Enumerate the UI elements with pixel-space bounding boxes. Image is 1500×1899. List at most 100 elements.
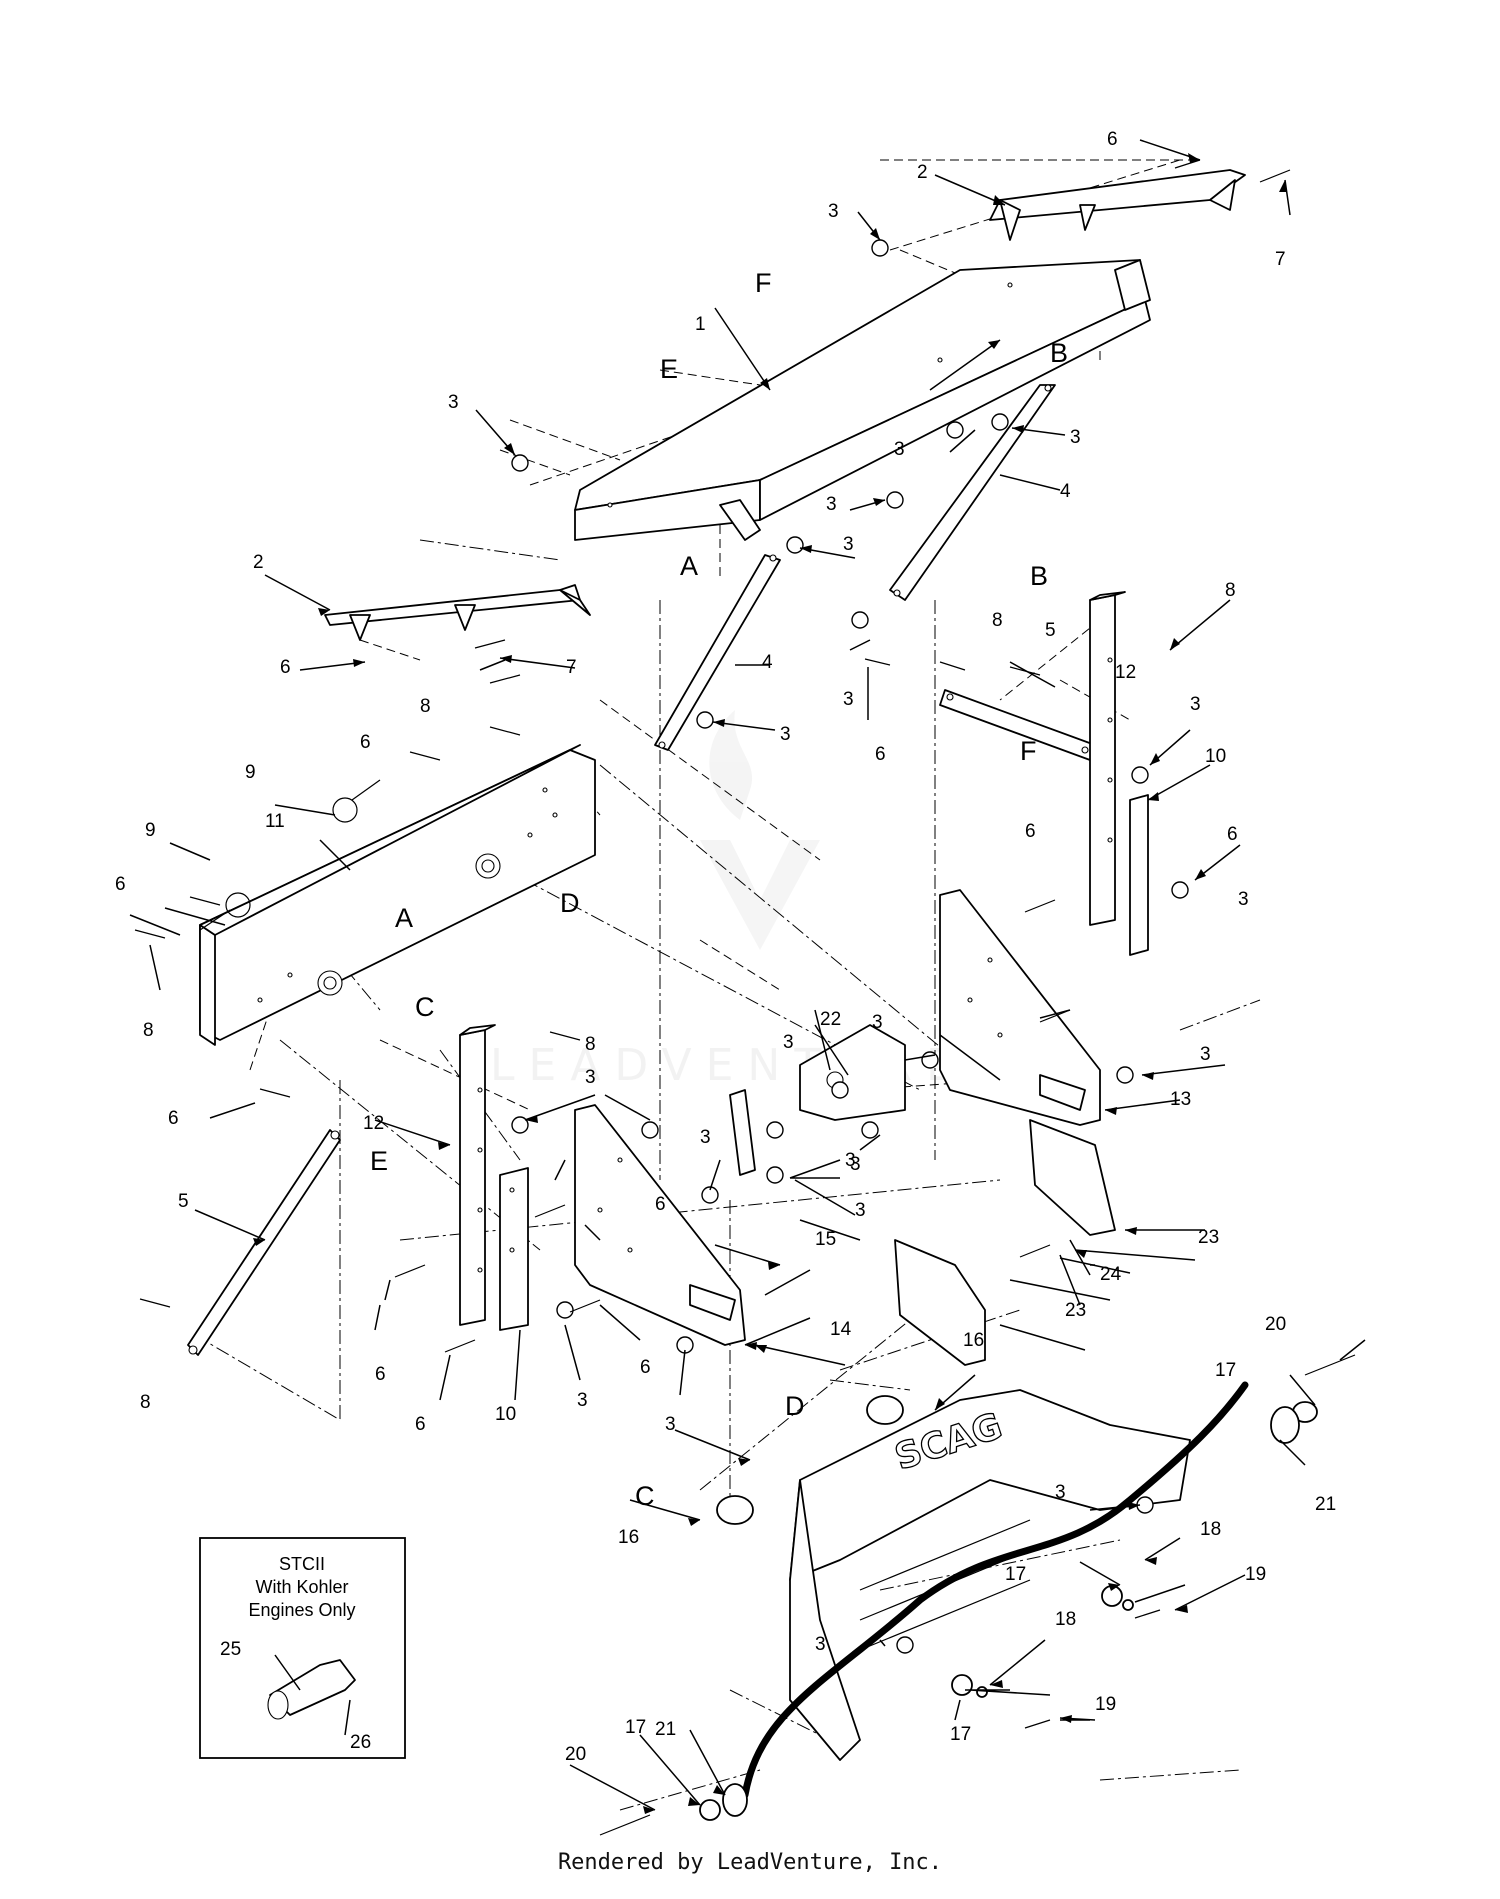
callout-19: 19 xyxy=(1095,1694,1116,1715)
callout-6: 6 xyxy=(655,1194,666,1215)
callout-1: 1 xyxy=(695,314,706,335)
callout-3: 3 xyxy=(845,1150,856,1171)
brace-bar-left xyxy=(187,1129,341,1356)
ref-letter-b-right: B xyxy=(1030,561,1048,591)
callout-8: 8 xyxy=(585,1034,596,1055)
ref-letter-f-right: F xyxy=(1020,736,1037,766)
callout-7: 7 xyxy=(1275,249,1286,270)
ref-letter-c-beam: C xyxy=(415,992,435,1022)
brace-bar-right xyxy=(939,689,1096,761)
callout-26: 26 xyxy=(350,1732,371,1753)
callout-10: 10 xyxy=(1205,746,1226,767)
upright-post-right xyxy=(1089,591,1126,926)
callout-6: 6 xyxy=(375,1364,386,1385)
callout-6: 6 xyxy=(640,1357,651,1378)
callout-11: 11 xyxy=(265,811,285,832)
callout-8: 8 xyxy=(1225,580,1236,601)
bolt-fasteners xyxy=(134,159,1356,1836)
callout-3: 3 xyxy=(894,439,905,460)
callout-5: 5 xyxy=(178,1191,189,1212)
callout-10: 10 xyxy=(495,1404,516,1425)
strut-center xyxy=(654,554,781,751)
inset-line-2: With Kohler xyxy=(255,1577,348,1597)
callout-3: 3 xyxy=(577,1390,588,1411)
callout-3: 3 xyxy=(872,1012,883,1033)
mount-plate xyxy=(799,1024,906,1121)
callout-numbers: 6 2 7 3 1 3 3 3 4 3 3 2 8 6 7 4 8 5 12 3… xyxy=(115,129,1336,1765)
callout-3: 3 xyxy=(855,1200,866,1221)
heavy-hose xyxy=(741,1381,1249,1799)
callout-3: 3 xyxy=(850,1154,861,1175)
callout-23: 23 xyxy=(1198,1227,1219,1248)
callout-7: 7 xyxy=(566,657,577,678)
inset-line-1: STCII xyxy=(279,1554,325,1574)
callout-3: 3 xyxy=(843,534,854,555)
top-right-bracket xyxy=(989,169,1246,241)
hook-bracket-lower xyxy=(894,1239,986,1366)
callout-6: 6 xyxy=(1227,824,1238,845)
callout-3: 3 xyxy=(1238,889,1249,910)
callout-17: 17 xyxy=(1215,1360,1236,1381)
callout-22: 22 xyxy=(820,1009,841,1030)
strut-right xyxy=(889,384,1056,601)
callout-3: 3 xyxy=(448,392,459,413)
callout-3: 3 xyxy=(783,1032,794,1053)
callout-6: 6 xyxy=(280,657,291,678)
callout-17: 17 xyxy=(625,1717,646,1738)
callout-6: 6 xyxy=(875,744,886,765)
callout-3: 3 xyxy=(828,201,839,222)
callout-6: 6 xyxy=(1107,129,1118,150)
callout-6: 6 xyxy=(360,732,371,753)
callout-3: 3 xyxy=(585,1067,596,1088)
callout-3: 3 xyxy=(826,494,837,515)
small-upright-right xyxy=(1129,794,1149,956)
inset-line-3: Engines Only xyxy=(248,1600,355,1620)
callout-8: 8 xyxy=(140,1392,151,1413)
nut-fasteners xyxy=(511,239,1189,1654)
callout-13: 13 xyxy=(1170,1089,1191,1110)
callout-20: 20 xyxy=(565,1744,586,1765)
footer-credit: Rendered by LeadVenture, Inc. xyxy=(557,1850,943,1875)
left-bracket xyxy=(324,584,591,641)
reference-letters: F E B A B F D A C E D C xyxy=(370,268,1068,1511)
ref-letter-a-top: A xyxy=(680,551,698,581)
rear-shield: SCAG xyxy=(789,1389,1191,1761)
callout-14: 14 xyxy=(830,1319,852,1340)
callout-2: 2 xyxy=(253,552,264,573)
callout-23: 23 xyxy=(1065,1300,1086,1321)
ref-letter-f-top: F xyxy=(755,268,772,298)
arrowheads xyxy=(253,153,1287,1814)
callout-4: 4 xyxy=(1060,481,1071,502)
callout-3: 3 xyxy=(843,689,854,710)
callout-25: 25 xyxy=(220,1639,241,1660)
callout-21: 21 xyxy=(655,1719,676,1740)
callout-8: 8 xyxy=(420,696,431,717)
callout-20: 20 xyxy=(1265,1314,1286,1335)
callout-15: 15 xyxy=(815,1229,836,1250)
callout-3: 3 xyxy=(1190,694,1201,715)
callout-4: 4 xyxy=(762,652,773,673)
callout-3: 3 xyxy=(815,1634,826,1655)
ref-letter-d-shield: D xyxy=(785,1391,805,1421)
callout-21: 21 xyxy=(1315,1494,1336,1515)
callout-2: 2 xyxy=(917,162,928,183)
callout-18: 18 xyxy=(1055,1609,1076,1630)
ref-letter-c-shield: C xyxy=(635,1481,655,1511)
callout-6: 6 xyxy=(168,1108,179,1129)
callout-9: 9 xyxy=(245,762,256,783)
callout-8: 8 xyxy=(143,1020,154,1041)
callout-3: 3 xyxy=(1200,1044,1211,1065)
callout-3: 3 xyxy=(1055,1482,1066,1503)
callout-12: 12 xyxy=(1115,662,1136,683)
side-plate-left xyxy=(574,1104,746,1346)
round-parts xyxy=(199,779,1318,1821)
small-upright-left xyxy=(499,1167,529,1331)
upright-post-left xyxy=(459,1024,496,1326)
callout-3: 3 xyxy=(1070,427,1081,448)
hook-bracket-upper xyxy=(1029,1119,1116,1236)
callout-9: 9 xyxy=(145,820,156,841)
side-plate-right xyxy=(939,889,1101,1126)
leader-lines xyxy=(129,139,1366,1811)
ref-letter-e-top: E xyxy=(660,354,678,384)
